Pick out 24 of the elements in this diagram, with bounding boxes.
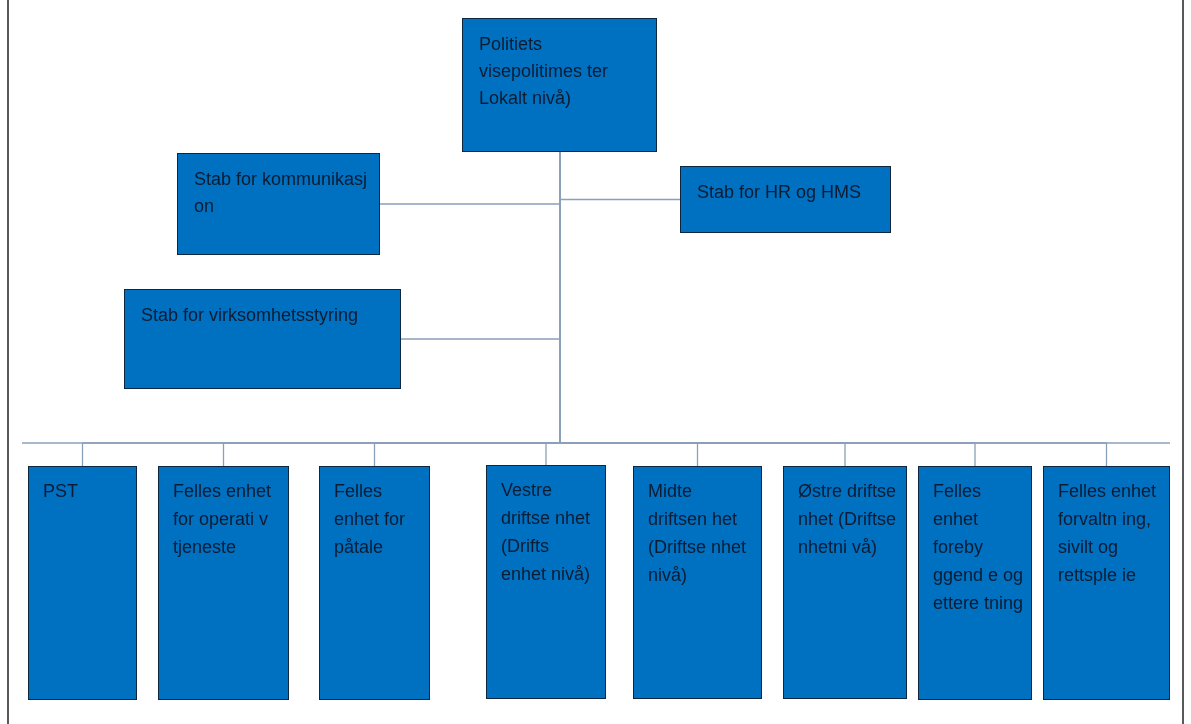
unit-box (633, 466, 762, 699)
box-label: Midte driftsen het (Driftse nhet nivå) (648, 480, 748, 587)
box-label: Vestre driftse nhet (Drifts enhet nivå) (501, 479, 592, 586)
box-label: Felles enhet for påtale (334, 480, 407, 559)
box-label: Stab for kommunikasj on (194, 168, 369, 218)
box-label: Felles enhet forvaltn ing, sivilt og rettsple ie (1058, 480, 1158, 587)
staff-box (124, 289, 401, 389)
box-label: Politiets visepolitimes ter Lokalt nivå) (479, 33, 610, 110)
box-label: Felles enhet for operati v tjeneste (173, 480, 273, 559)
unit-box (1043, 466, 1170, 700)
box-label: Felles enhet foreby ggend e og ettere tning (933, 480, 1025, 615)
unit-box (918, 466, 1032, 700)
unit-box (158, 466, 289, 700)
staff-box (177, 153, 380, 255)
box-label: PST (43, 480, 79, 503)
leader-box (462, 18, 657, 152)
unit-box (319, 466, 430, 700)
unit-box (486, 465, 606, 699)
unit-box (783, 466, 907, 699)
unit-box (28, 466, 137, 700)
box-label: Stab for virksomhetsstyring (141, 304, 360, 327)
box-label: Stab for HR og HMS (697, 181, 863, 204)
box-label: Østre driftse nhet (Driftse nhetni vå) (798, 480, 898, 559)
staff-box (680, 166, 891, 233)
